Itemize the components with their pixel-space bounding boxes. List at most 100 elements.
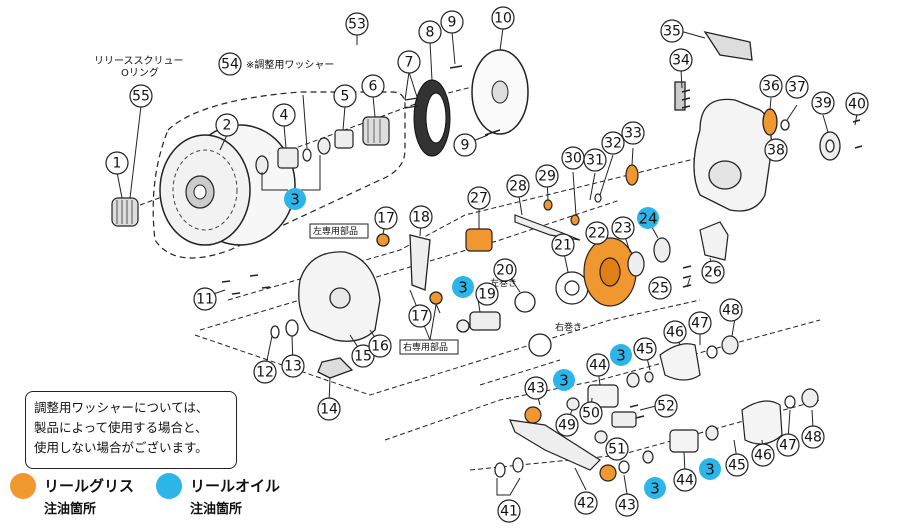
part-number-text: 25 [651, 281, 669, 297]
part-number-text: 35 [663, 24, 681, 40]
part-number-text: 46 [666, 325, 684, 341]
oil-marker-icon [156, 473, 182, 499]
part-callout-3: 3 [699, 458, 721, 480]
part-callout-27: 27 [467, 186, 491, 210]
part-callout-50: 50 [579, 401, 603, 425]
callout-circle [368, 334, 392, 358]
part-callout-52: 52 [654, 394, 678, 418]
callout-circle [453, 133, 477, 157]
callout-circle [660, 19, 684, 43]
callout-circle [333, 84, 357, 108]
callout-circle [493, 258, 517, 282]
o-ring-label: Oリング [121, 66, 159, 79]
callout-circle [585, 221, 609, 245]
part-number-text: 8 [426, 25, 435, 41]
part-callout-29: 29 [535, 164, 559, 188]
callout-circle [317, 397, 341, 421]
part-callout-47: 47 [776, 433, 800, 457]
part-number-text: 24 [638, 210, 657, 228]
callout-circle [397, 50, 421, 74]
callout-circle [610, 344, 632, 366]
part-number-text: 43 [618, 498, 636, 514]
release-screw-part [111, 197, 139, 227]
part-callout-1: 1 [105, 151, 129, 175]
part-number-text: 19 [478, 287, 496, 303]
callout-circle [644, 477, 666, 499]
part-callout-16: 16 [368, 334, 392, 358]
callout-circle [193, 287, 217, 311]
callout-circle [725, 453, 749, 477]
right-only-parts-label: 右専用部品 [403, 341, 448, 353]
part-callout-46: 46 [751, 443, 775, 467]
part-callout-42: 42 [574, 491, 598, 515]
part-callout-18: 18 [409, 205, 433, 229]
part-callout-53: 53 [345, 12, 369, 36]
part-number-text: 34 [672, 53, 690, 69]
part-callout-55: 55 [129, 84, 153, 108]
callout-circle [105, 151, 129, 175]
callout-circle [776, 433, 800, 457]
legend-grease-title: リールグリス [44, 477, 135, 495]
legend-oil-subtitle: 注油箇所 [190, 502, 243, 517]
part-number-text: 11 [196, 292, 214, 308]
part-number-text: 48 [722, 303, 740, 319]
part-callout-9: 9 [453, 133, 477, 157]
part-callout-11: 11 [193, 287, 217, 311]
callout-circle [418, 20, 442, 44]
part-number-text: 9 [448, 15, 457, 31]
spool-part [159, 124, 296, 246]
part-number-text: 49 [558, 418, 576, 434]
legend-oil-title: リールオイル [190, 477, 281, 495]
part-number-text: 2 [223, 118, 232, 134]
part-callout-45: 45 [725, 453, 749, 477]
part-number-text: 18 [412, 210, 430, 226]
part-callout-14: 14 [317, 397, 341, 421]
part-number-text: 3 [616, 347, 626, 365]
callout-circle [785, 75, 809, 99]
side-plate-left-parts [270, 233, 552, 379]
callout-circle [669, 48, 693, 72]
part-number-text: 36 [762, 79, 780, 95]
part-callout-21: 21 [551, 233, 575, 257]
left-only-parts-label: 左専用部品 [313, 225, 358, 237]
part-callout-19: 19 [475, 282, 499, 306]
part-callout-37: 37 [785, 75, 809, 99]
part-number-text: 7 [405, 55, 414, 71]
part-callout-51: 51 [605, 437, 629, 461]
callout-circle [759, 74, 783, 98]
part-callout-8: 8 [418, 20, 442, 44]
note-line-2: 製品によって使用する場合と、 [34, 420, 208, 435]
bearing-parts [255, 116, 390, 175]
part-number-text: 27 [470, 191, 488, 207]
part-callout-24: 24 [637, 207, 659, 229]
part-callout-12: 12 [253, 360, 277, 384]
right-wind-label: 右巻き [555, 321, 582, 333]
callout-circle [615, 493, 639, 517]
callout-circle [601, 131, 625, 155]
part-number-text: 44 [676, 473, 694, 489]
callout-circle [579, 401, 603, 425]
part-callout-9: 9 [440, 10, 464, 34]
part-number-text: 3 [650, 480, 660, 498]
part-number-text: 17 [411, 309, 429, 325]
part-number-text: 39 [814, 96, 832, 112]
part-number-text: 15 [354, 349, 372, 365]
callout-circle [535, 164, 559, 188]
part-callout-7: 7 [397, 50, 421, 74]
legend-grease-subtitle: 注油箇所 [44, 502, 97, 517]
part-number-text: 51 [608, 442, 626, 458]
callout-circle [452, 276, 474, 298]
part-number-text: 47 [691, 316, 709, 332]
part-callout-33: 33 [621, 121, 645, 145]
part-callout-3: 3 [553, 369, 575, 391]
grease-marker-icon [10, 473, 36, 499]
callout-circle [491, 6, 515, 30]
callout-circle [621, 121, 645, 145]
part-callout-2: 2 [215, 113, 239, 137]
part-callout-3: 3 [452, 276, 474, 298]
part-callout-17: 17 [408, 304, 432, 328]
adjust-washer-note: 調整用ワッシャーについては、 製品によって使用する場合と、 使用しない場合がござ… [25, 391, 237, 469]
part-number-text: 16 [371, 339, 389, 355]
part-number-text: 52 [657, 399, 675, 415]
